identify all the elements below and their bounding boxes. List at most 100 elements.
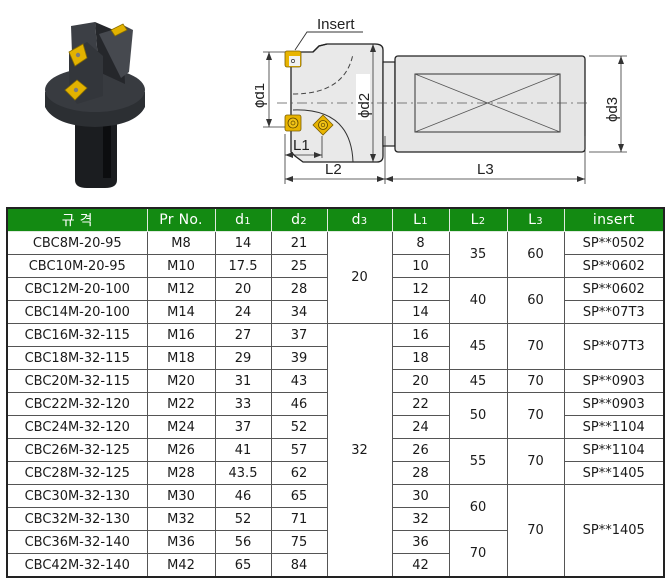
table-row: CBC32M-32-130 M32 52 71 32 [6,507,664,531]
cell-d2: 34 [270,300,328,324]
cell-d1: 24 [214,300,272,324]
cell-pr: M42 [146,553,216,578]
cell-spec: CBC26M-32-125 [6,438,148,462]
cell-d1: 46 [214,484,272,508]
insert-icon [64,79,88,101]
cell-insert: SP**0602 [563,254,665,278]
d3-label: ϕd3 [604,97,621,122]
cell-L1: 42 [391,553,450,578]
cell-pr: M26 [146,438,216,462]
table-header-row: 규 격 Pr No. d1 d2 d3 L1 L2 L3 insert [6,207,665,232]
cell-spec: CBC18M-32-115 [6,346,148,370]
cell-d1: 17.5 [214,254,272,278]
cell-insert: SP**1104 [563,438,665,462]
header-text: L [470,212,479,228]
cell-insert: SP**1405 [563,484,665,578]
header-text: 규 격 [61,213,93,229]
arrow-icon [285,152,293,158]
header-subscript: 2 [300,216,307,227]
cell-L3: 60 [506,277,565,324]
header-text: d [235,212,245,228]
cell-L1: 22 [391,392,450,416]
cell-L2: 45 [448,323,508,370]
cell-d1: 29 [214,346,272,370]
cell-spec: CBC22M-32-120 [6,392,148,416]
header-text: d [291,212,301,228]
table-row: CBC30M-32-130 M30 46 65 30 60 70 SP**140… [6,484,665,578]
arrow-icon [577,176,585,182]
header-L3: L3 [506,207,565,232]
cell-pr: M28 [146,461,216,485]
cell-d1: 27 [214,323,272,347]
arrow-icon [618,56,624,64]
cell-d2: 57 [270,438,328,462]
cell-pr: M24 [146,415,216,439]
arrow-icon [370,154,376,162]
cell-d1: 43.5 [214,461,272,485]
cell-d2: 43 [270,369,328,393]
cell-d1: 65 [214,553,272,578]
L2-label: L2 [325,161,342,178]
cell-spec: CBC8M-20-95 [6,231,148,255]
header-spec: 규 격 [6,207,148,232]
cell-spec: CBC10M-20-95 [6,254,148,278]
insert-icon [68,43,88,67]
cell-spec: CBC16M-32-115 [6,323,148,347]
cell-d1: 37 [214,415,272,439]
cell-L1: 26 [391,438,450,462]
cell-d2: 25 [270,254,328,278]
header-text: L [528,212,537,228]
cell-pr: M32 [146,507,216,531]
cell-L1: 24 [391,415,450,439]
cell-spec: CBC28M-32-125 [6,461,148,485]
header-L2: L2 [448,207,508,232]
cell-L1: 16 [391,323,450,347]
cell-spec: CBC32M-32-130 [6,507,148,531]
cell-d2: 21 [270,231,328,255]
header-text: d [351,212,361,228]
cell-L3: 70 [506,438,565,485]
arrow-icon [618,144,624,152]
cell-L3: 70 [506,369,565,393]
cell-insert: SP**0502 [563,231,665,255]
cell-L1: 36 [391,530,450,554]
header-text: Pr No. [159,212,203,228]
arrow-icon [385,176,393,182]
cell-L1: 20 [391,369,450,393]
header-subscript: 1 [421,216,428,227]
table-row: CBC18M-32-115 M18 29 39 18 [6,346,664,370]
cell-insert: SP**1104 [563,415,665,439]
cell-d1: 14 [214,231,272,255]
cell-insert: SP**0602 [563,277,665,301]
cell-spec: CBC42M-32-140 [6,553,148,578]
cell-d1: 31 [214,369,272,393]
cutter-shank [75,112,117,188]
cell-pr: M16 [146,323,216,347]
cell-d1: 56 [214,530,272,554]
d2-label: ϕd2 [356,93,373,118]
L3-label: L3 [477,161,494,178]
cell-insert: SP**0903 [563,392,665,416]
d2-label-bg [356,74,370,120]
cell-d2: 46 [270,392,328,416]
table-row: CBC26M-32-125 M26 41 57 26 55 70 SP**110… [6,438,665,485]
product-photo [45,22,145,188]
flute-curve [292,109,354,163]
cell-spec: CBC24M-32-120 [6,415,148,439]
header-d3: d3 [326,207,393,232]
cell-L1: 8 [391,231,450,255]
header-d2: d2 [270,207,328,232]
table-row: CBC36M-32-140 M36 56 75 36 70 [6,530,664,578]
cell-d2: 37 [270,323,328,347]
cell-L2: 55 [448,438,508,485]
header-L1: L1 [391,207,450,232]
cell-L3: 70 [506,484,565,578]
table-row: CBC16M-32-115 M16 27 37 32 16 45 70 SP**… [6,323,665,578]
cell-L2: 70 [448,530,508,578]
arrow-icon [370,44,376,52]
header-text: L [413,212,422,228]
cutter-neck [382,61,396,147]
cell-d2: 62 [270,461,328,485]
cell-spec: CBC14M-20-100 [6,300,148,324]
table-row: CBC22M-32-120 M22 33 46 22 50 70 SP**090… [6,392,665,439]
